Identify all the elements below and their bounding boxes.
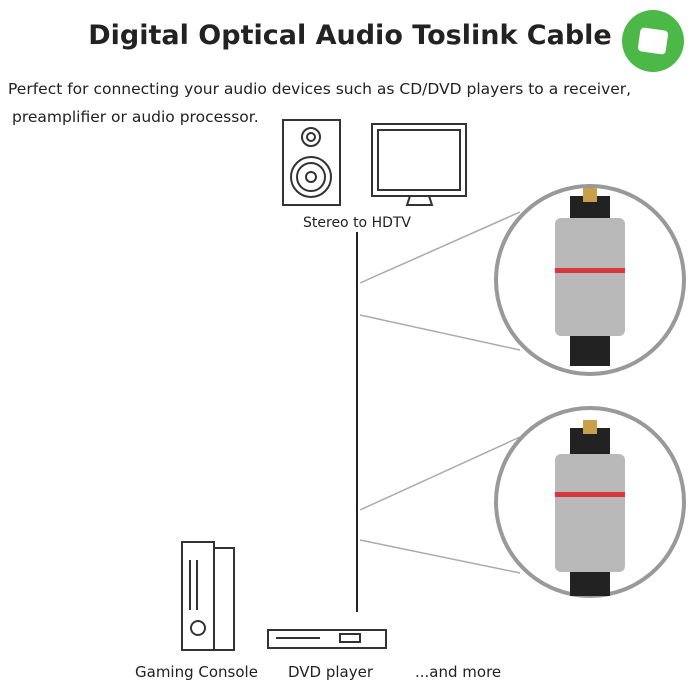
- description-line-1: Perfect for connecting your audio device…: [8, 80, 632, 98]
- brand-logo: [622, 10, 684, 72]
- caption-gaming-console: Gaming Console: [135, 663, 258, 681]
- page-title: Digital Optical Audio Toslink Cable: [88, 20, 612, 51]
- connector-closeup-2: [494, 406, 686, 598]
- tv-icon: [371, 123, 467, 206]
- caption-stereo-hdtv: Stereo to HDTV: [303, 215, 412, 231]
- speaker-icon: [282, 119, 341, 206]
- connector-closeup-1: [494, 184, 686, 376]
- description-line-2: preamplifier or audio processor.: [12, 108, 259, 126]
- caption-and-more: ...and more: [415, 663, 502, 681]
- zoom-lines: [359, 211, 521, 574]
- dvd-player-icon: [267, 629, 387, 649]
- game-console-icon: [181, 541, 235, 651]
- caption-dvd-player: DVD player: [288, 663, 374, 681]
